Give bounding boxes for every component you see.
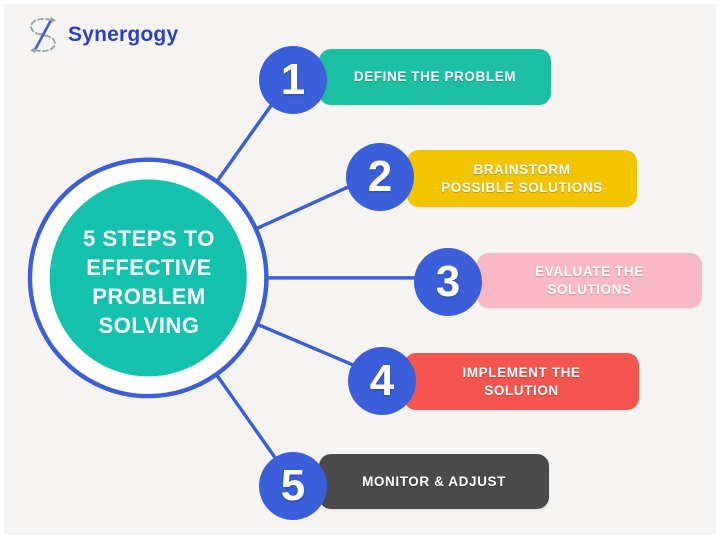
step-bar-4: IMPLEMENT THE SOLUTION [404,353,639,410]
step-number-5: 5 [259,452,327,520]
hub-title: 5 STEPS TO EFFECTIVE PROBLEM SOLVING [83,225,215,339]
logo: Synergogy [24,14,178,56]
hub-inner-circle [49,179,247,377]
step-bar-5: MONITOR & ADJUST [319,454,549,509]
step-number-4: 4 [348,347,416,415]
step-number-3: 3 [414,248,482,316]
step-number-1: 1 [259,46,327,114]
step-bar-3: EVALUATE THE SOLUTIONS [477,253,702,308]
synergogy-s-arrows-icon [30,17,56,53]
logo-text: Synergogy [68,23,179,46]
step-bar-2: BRAINSTORM POSSIBLE SOLUTIONS [407,150,637,207]
diagram-layer [27,77,443,480]
step-number-2: 2 [346,143,414,211]
step-bar-1: DEFINE THE PROBLEM [319,49,551,105]
